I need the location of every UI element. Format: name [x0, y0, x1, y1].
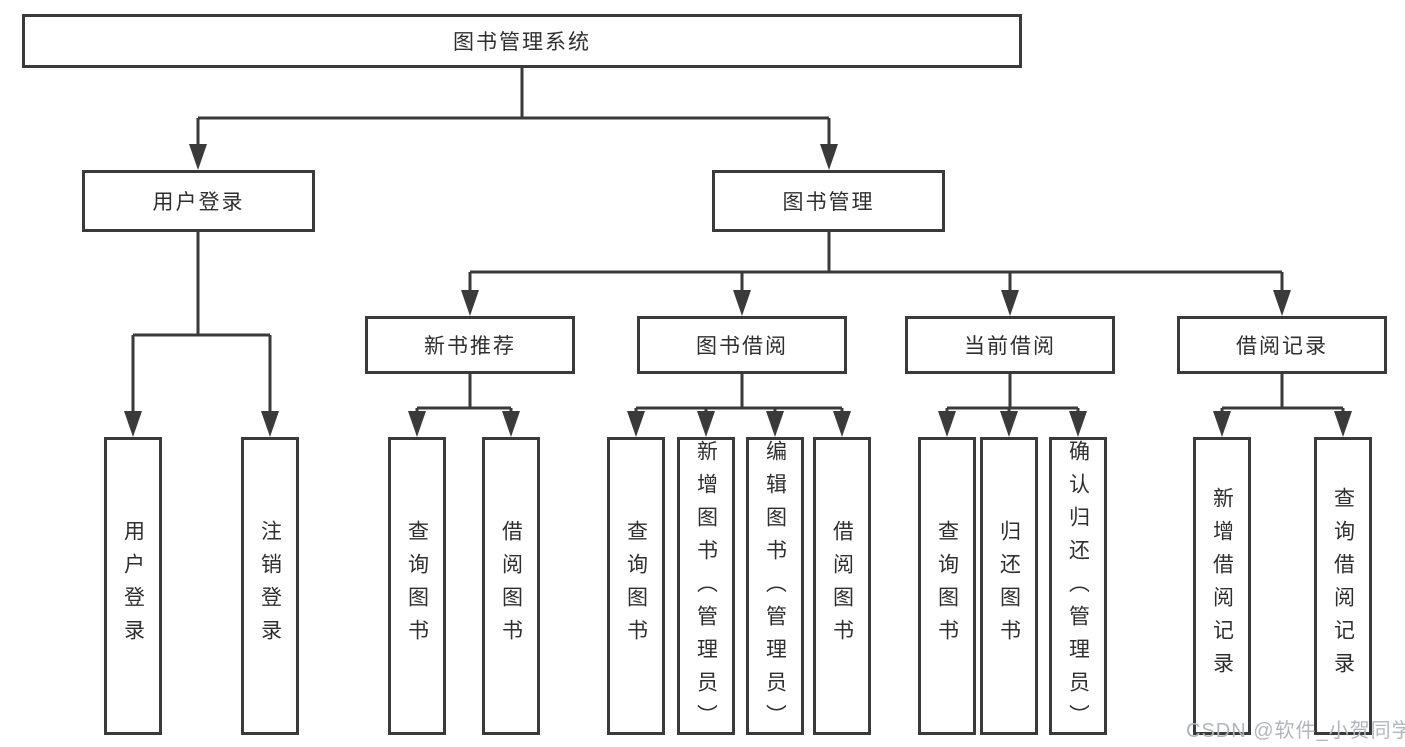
node-book-borrow: 图书借阅: [637, 316, 847, 374]
leaf-current-query-books-label: 查询图书: [936, 520, 958, 652]
csdn-watermark: CSDN @软件_小贺同学: [1186, 720, 1405, 742]
leaf-add-book-admin: 新增图书（管理员）: [677, 437, 735, 735]
leaf-recommend-query-books: 查询图书: [388, 437, 446, 735]
node-root-system: 图书管理系统: [22, 14, 1022, 68]
node-book-borrow-label: 图书借阅: [696, 335, 788, 358]
leaf-borrow-books: 借阅图书: [813, 437, 871, 735]
leaf-query-borrow-record: 查询借阅记录: [1314, 437, 1372, 735]
leaf-borrow-query-books-label: 查询图书: [625, 520, 647, 652]
leaf-add-borrow-record-label: 新增借阅记录: [1211, 487, 1233, 685]
leaf-return-book: 归还图书: [980, 437, 1038, 735]
node-borrow-records-label: 借阅记录: [1236, 335, 1328, 358]
leaf-current-query-books: 查询图书: [918, 437, 976, 735]
node-current-borrow-label: 当前借阅: [964, 335, 1056, 358]
leaf-user-login-label: 用户登录: [122, 520, 144, 652]
leaf-edit-book-admin-label: 编辑图书（管理员）: [764, 440, 786, 732]
node-new-book-recommend: 新书推荐: [365, 316, 575, 374]
leaf-recommend-borrow-books: 借阅图书: [482, 437, 540, 735]
leaf-add-book-admin-label: 新增图书（管理员）: [695, 440, 717, 732]
leaf-return-book-label: 归还图书: [998, 520, 1020, 652]
leaf-confirm-return-admin-label: 确认归还（管理员）: [1067, 440, 1089, 732]
node-user-login: 用户登录: [82, 170, 315, 232]
leaf-borrow-query-books: 查询图书: [607, 437, 665, 735]
leaf-borrow-books-label: 借阅图书: [831, 520, 853, 652]
leaf-recommend-borrow-books-label: 借阅图书: [500, 520, 522, 652]
leaf-logout-label: 注销登录: [259, 520, 281, 652]
leaf-recommend-query-books-label: 查询图书: [406, 520, 428, 652]
leaf-confirm-return-admin: 确认归还（管理员）: [1049, 437, 1107, 735]
leaf-user-login: 用户登录: [104, 437, 162, 735]
leaf-edit-book-admin: 编辑图书（管理员）: [746, 437, 804, 735]
node-new-book-recommend-label: 新书推荐: [424, 335, 516, 358]
node-current-borrow: 当前借阅: [905, 316, 1115, 374]
leaf-logout: 注销登录: [241, 437, 299, 735]
node-book-management-label: 图书管理: [782, 191, 875, 214]
node-root-label: 图书管理系统: [453, 31, 591, 54]
node-book-management: 图书管理: [712, 170, 945, 232]
leaf-query-borrow-record-label: 查询借阅记录: [1332, 487, 1354, 685]
node-user-login-label: 用户登录: [152, 191, 245, 214]
node-borrow-records: 借阅记录: [1177, 316, 1387, 374]
leaf-add-borrow-record: 新增借阅记录: [1193, 437, 1251, 735]
